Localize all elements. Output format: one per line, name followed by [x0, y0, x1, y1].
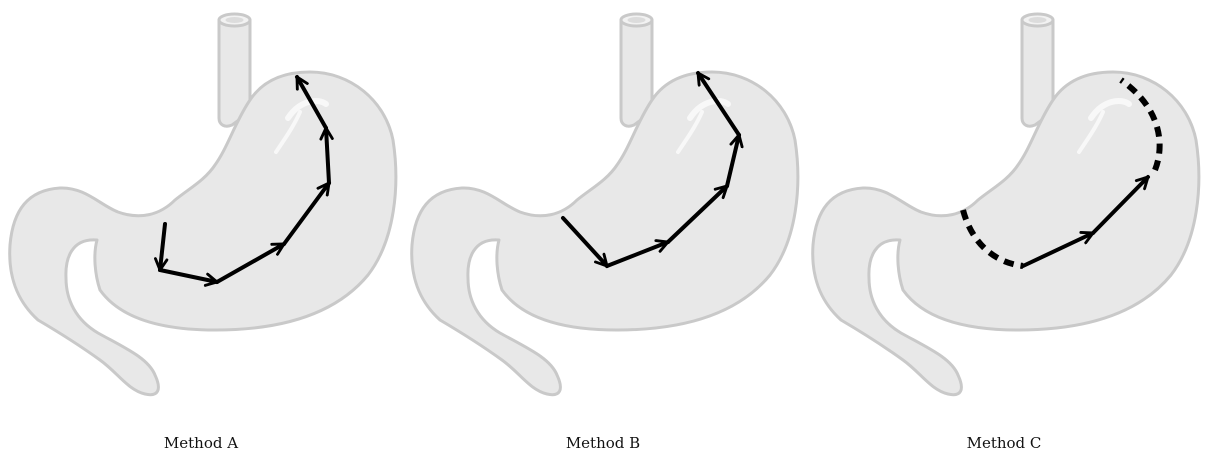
stomach-diagram-b — [402, 0, 804, 452]
panel-method-c: Method C — [803, 0, 1205, 452]
caption-method-b: Method B — [402, 435, 804, 452]
caption-method-c: Method C — [803, 435, 1205, 452]
stomach-diagram-a — [0, 0, 402, 452]
stomach-illustration — [813, 14, 1199, 395]
caption-method-a: Method A — [0, 435, 402, 452]
stomach-illustration — [10, 14, 396, 395]
stomach-illustration — [412, 14, 798, 395]
panel-method-a: Method A — [0, 0, 402, 452]
panel-method-b: Method B — [402, 0, 804, 452]
stomach-diagram-c — [803, 0, 1205, 452]
